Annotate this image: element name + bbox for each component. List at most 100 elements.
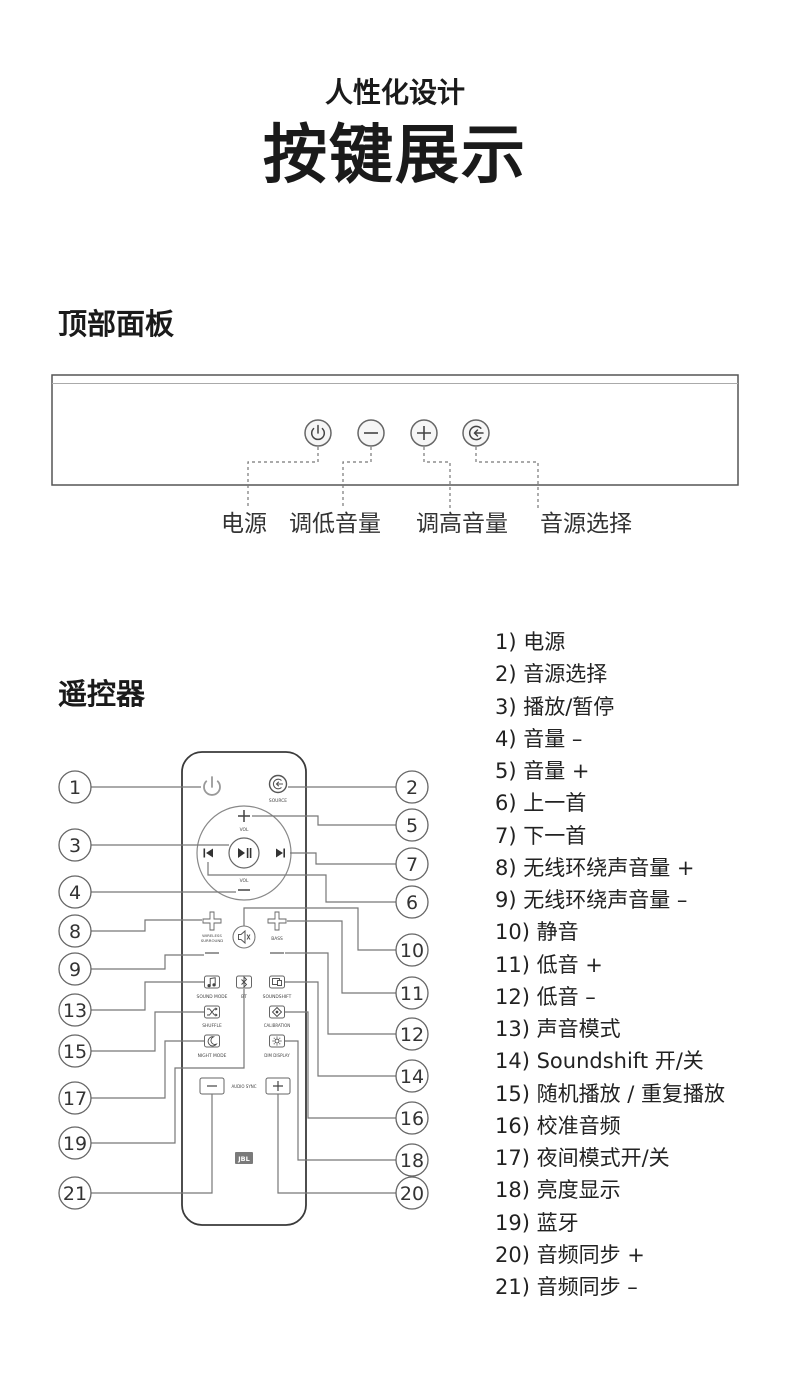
callout-number: 3	[69, 835, 81, 857]
source-label: SOURCE	[269, 798, 287, 804]
legend-item: 6) 上一首	[495, 791, 587, 816]
legend-item: 16) 校准音频	[495, 1113, 621, 1138]
callout-3: 3	[58, 828, 92, 862]
leader-16	[285, 1011, 396, 1119]
top-panel	[51, 374, 739, 508]
panel-leader-lines	[247, 447, 539, 508]
callout-2: 2	[395, 770, 429, 804]
callout-number: 20	[400, 1183, 424, 1205]
source-icon	[268, 774, 288, 794]
audio-sync-down-button	[199, 1077, 225, 1095]
power-icon	[311, 424, 325, 441]
soundshift-button: SOUNDSHIFT	[263, 975, 292, 1000]
wireless-surround-up-button: WIRELESS SURROUND	[201, 911, 223, 943]
legend-item: 18) 亮度显示	[495, 1178, 621, 1203]
night-mode-button: NIGHT MODE	[198, 1034, 227, 1059]
shuffle-button: SHUFFLE	[202, 1005, 222, 1029]
legend-item: 19) 蓝牙	[495, 1210, 579, 1235]
power-icon	[203, 776, 221, 796]
button-legend: 1) 电源 2) 音源选择 3) 播放/暂停 4) 音量 – 5) 音量 + 6…	[495, 626, 725, 1303]
leader-17	[91, 1040, 204, 1099]
night-mode-label: NIGHT MODE	[198, 1053, 227, 1059]
legend-item: 2) 音源选择	[495, 662, 608, 687]
callout-number: 5	[406, 815, 418, 837]
legend-item: 8) 无线环绕声音量 +	[495, 855, 695, 880]
moon-icon	[207, 1036, 218, 1047]
leader-6	[207, 862, 396, 903]
dim-display-label: DIM DISPLAY	[264, 1053, 290, 1058]
leader-11	[287, 920, 396, 994]
callout-9: 9	[58, 952, 92, 986]
callout-6: 6	[395, 885, 429, 919]
play-pause-icon	[238, 848, 252, 858]
legend-item: 12) 低音 –	[495, 984, 596, 1009]
soundshift-icon	[272, 978, 282, 986]
sound-mode-label: SOUND MODE	[197, 994, 228, 1000]
callout-19: 19	[58, 1126, 92, 1160]
legend-item: 17) 夜间模式开/关	[495, 1146, 670, 1170]
callout-5: 5	[395, 808, 429, 842]
callout-20: 20	[395, 1176, 429, 1210]
plus-icon	[202, 911, 222, 931]
logo-text: JBL	[237, 1155, 250, 1163]
callout-18: 18	[395, 1143, 429, 1177]
top-panel-heading: 顶部面板	[58, 307, 175, 341]
callout-14: 14	[395, 1059, 429, 1093]
leader-20	[277, 1094, 396, 1194]
legend-item: 1) 电源	[495, 630, 566, 654]
calibration-button: CALIBRATION	[264, 1005, 291, 1028]
calibration-icon	[271, 1006, 283, 1018]
callout-number: 17	[63, 1088, 87, 1110]
shuffle-icon	[207, 1007, 218, 1017]
mute-button	[232, 925, 256, 949]
legend-item: 20) 音频同步 +	[495, 1242, 645, 1267]
legend-item: 11) 低音 +	[495, 952, 603, 977]
remote-control: SOURCE VOL VOL	[181, 751, 307, 1226]
plus-icon	[273, 1081, 283, 1091]
legend-item: 15) 随机播放 / 重复播放	[495, 1081, 726, 1106]
callout-15: 15	[58, 1034, 92, 1068]
callout-number: 14	[400, 1066, 424, 1088]
callout-number: 12	[400, 1024, 424, 1046]
legend-item: 9) 无线环绕声音量 –	[495, 888, 688, 912]
callout-11: 11	[395, 976, 429, 1010]
leader-18	[285, 1040, 396, 1161]
callout-number: 15	[63, 1041, 87, 1063]
legend-item: 5) 音量 +	[495, 759, 590, 783]
wireless-label-line1: WIRELESS	[202, 933, 222, 938]
callout-21: 21	[58, 1176, 92, 1210]
panel-volume-down-button	[357, 419, 385, 447]
vol-top-label: VOL	[240, 827, 249, 833]
music-note-icon	[207, 977, 216, 988]
callout-number: 11	[400, 983, 424, 1005]
callout-number: 21	[63, 1183, 87, 1205]
leader-12	[285, 952, 396, 1035]
callout-4: 4	[58, 875, 92, 909]
panel-label-volume-down: 调低音量	[289, 511, 381, 537]
next-icon	[276, 848, 285, 858]
sun-icon	[272, 1036, 282, 1046]
legend-item: 14) Soundshift 开/关	[495, 1049, 704, 1074]
callout-number: 4	[69, 882, 81, 904]
plus-icon	[417, 426, 431, 440]
shuffle-label: SHUFFLE	[202, 1023, 222, 1029]
top-panel-body	[51, 374, 739, 486]
bluetooth-icon	[241, 975, 248, 989]
calibration-label: CALIBRATION	[264, 1023, 291, 1028]
panel-volume-up-button	[410, 419, 438, 447]
legend-item: 7) 下一首	[495, 823, 587, 848]
mute-speaker-icon	[238, 929, 251, 945]
leader-8	[91, 919, 202, 932]
audio-sync-up-button	[265, 1077, 291, 1095]
leader-7	[290, 852, 396, 865]
callouts: 1 2 3 4 5 6 7 8 9 10 11 12 13 14 15 16 1…	[58, 770, 429, 1210]
legend-item: 10) 静音	[495, 920, 579, 945]
callout-number: 18	[400, 1150, 424, 1172]
leader-13	[91, 981, 204, 1011]
panel-power-button	[304, 419, 332, 447]
callout-1: 1	[58, 770, 92, 804]
soundshift-label: SOUNDSHIFT	[263, 994, 292, 1000]
callout-number: 1	[69, 777, 81, 799]
callout-number: 7	[406, 854, 418, 876]
